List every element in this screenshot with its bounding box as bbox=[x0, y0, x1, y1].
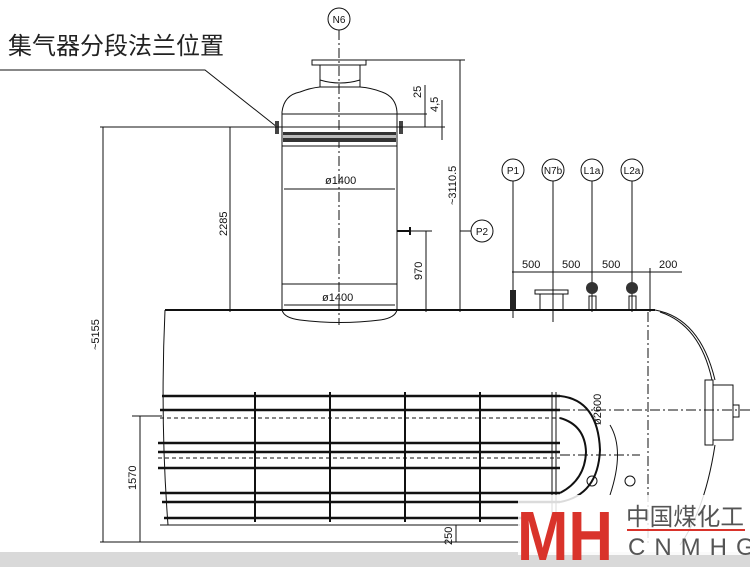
callout-label: 集气器分段法兰位置 bbox=[8, 32, 224, 60]
tag-n7b: N7b bbox=[544, 166, 563, 177]
tag-l2a: L2a bbox=[624, 166, 641, 177]
dim-25: 25 bbox=[412, 86, 424, 98]
dim-3110-5: ~3110.5 bbox=[447, 166, 459, 205]
dim-collector-dia-bottom: ø1400 bbox=[322, 292, 353, 304]
dim-250: 250 bbox=[443, 527, 455, 545]
dim-1570: 1570 bbox=[127, 466, 139, 490]
dim-spacing-4: 200 bbox=[659, 259, 677, 271]
logo-cn-text: 中国煤化工 bbox=[626, 503, 744, 531]
bottom-strip bbox=[0, 552, 750, 567]
tag-l1a: L1a bbox=[584, 166, 601, 177]
dim-collector-dia-top: ø1400 bbox=[325, 175, 356, 187]
gas-collector bbox=[275, 59, 427, 323]
tag-circle-p2 bbox=[470, 219, 494, 243]
tag-p1: P1 bbox=[507, 166, 520, 177]
dim-4-5: 4,5 bbox=[429, 97, 441, 112]
main-shell bbox=[100, 309, 750, 546]
top-nozzles: P1 N7b L1a L2a bbox=[501, 158, 644, 322]
dim-spacing-3: 500 bbox=[602, 259, 620, 271]
logo-mh: MH bbox=[517, 497, 613, 567]
dim-spacing-2: 500 bbox=[562, 259, 580, 271]
dim-shell-dia: ø2600 bbox=[592, 394, 604, 425]
dim-2285: 2285 bbox=[218, 212, 230, 236]
tube-bundle bbox=[158, 392, 640, 522]
tag-n6: N6 bbox=[333, 15, 346, 26]
watermark-logo: MH 中国煤化工 CNMHG bbox=[517, 495, 750, 567]
tag-p2: P2 bbox=[476, 227, 489, 238]
dim-970: 970 bbox=[413, 262, 425, 280]
dim-spacing-1: 500 bbox=[522, 259, 540, 271]
logo-en-text: CNMHG bbox=[628, 534, 750, 561]
callout-leader bbox=[0, 69, 278, 128]
dim-5155: ~5155 bbox=[90, 319, 102, 350]
